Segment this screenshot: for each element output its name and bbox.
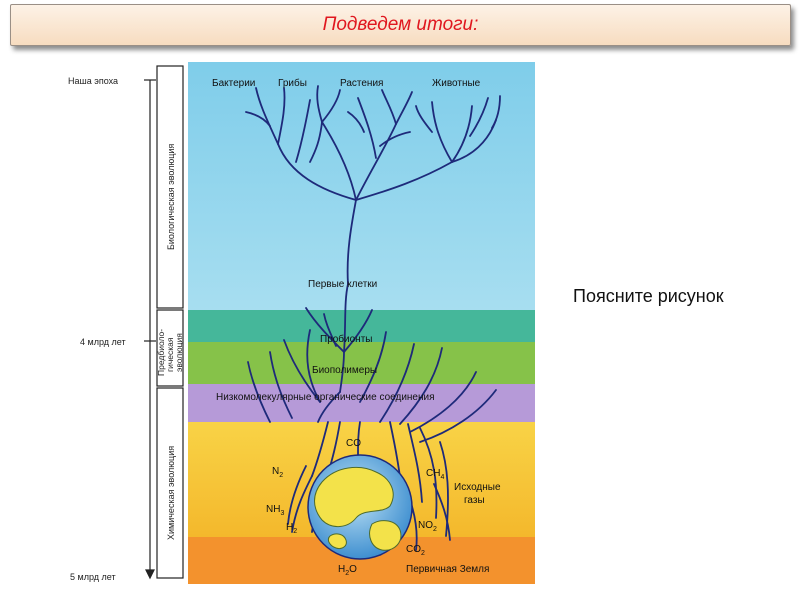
stage-prebiological-2: гическая <box>165 337 175 372</box>
evolution-tree <box>245 85 501 551</box>
band-biological <box>188 62 535 310</box>
gas-co: CO <box>346 438 361 449</box>
stage-prebiological-3: эволюция <box>174 333 184 372</box>
time-label-4bn: 4 млрд лет <box>80 337 126 347</box>
label-primordial-earth: Первичная Земля <box>406 564 489 575</box>
band-teal <box>188 310 535 342</box>
label-low-molecular: Низкомолекулярные органические соединени… <box>216 392 435 403</box>
gas-co2: CO2 <box>406 544 425 557</box>
label-fungi: Грибы <box>278 77 307 89</box>
gas-h2: H2 <box>286 522 297 535</box>
label-source-gases-2: газы <box>464 495 485 506</box>
gas-no2: NO2 <box>418 520 437 533</box>
title-banner: Подведем итоги: <box>10 4 791 46</box>
label-plants: Растения <box>340 78 383 89</box>
label-bacteria: Бактерии <box>212 78 255 89</box>
time-label-5bn: 5 млрд лет <box>70 572 116 582</box>
gas-h2o: H2O <box>338 564 357 577</box>
slide-title: Подведем итоги: <box>322 14 479 35</box>
gas-nh3: NH3 <box>266 504 284 517</box>
label-animals: Животные <box>432 78 481 89</box>
gas-n2: N2 <box>272 466 283 479</box>
band-green <box>188 342 535 384</box>
band-violet <box>188 384 535 422</box>
time-label-top: Наша эпоха <box>68 76 118 86</box>
label-biopolymers: Биополимеры <box>312 365 377 376</box>
timeline-axis <box>144 65 184 580</box>
primordial-earth <box>307 454 413 560</box>
gas-ch4: CH4 <box>426 468 444 481</box>
evolution-diagram: Наша эпоха 4 млрд лет 5 млрд лет Биологи… <box>68 62 535 584</box>
label-source-gases-1: Исходные <box>454 482 501 493</box>
label-first-cells: Первые клетки <box>308 279 377 290</box>
stage-prebiological-1: Предбиоло- <box>156 329 166 376</box>
stage-biological: Биологическая эволюция <box>166 144 176 250</box>
label-probionts: Пробионты <box>320 333 372 345</box>
question-text: Поясните рисунок <box>573 286 724 306</box>
stage-chemical: Химическая эволюция <box>166 446 176 540</box>
